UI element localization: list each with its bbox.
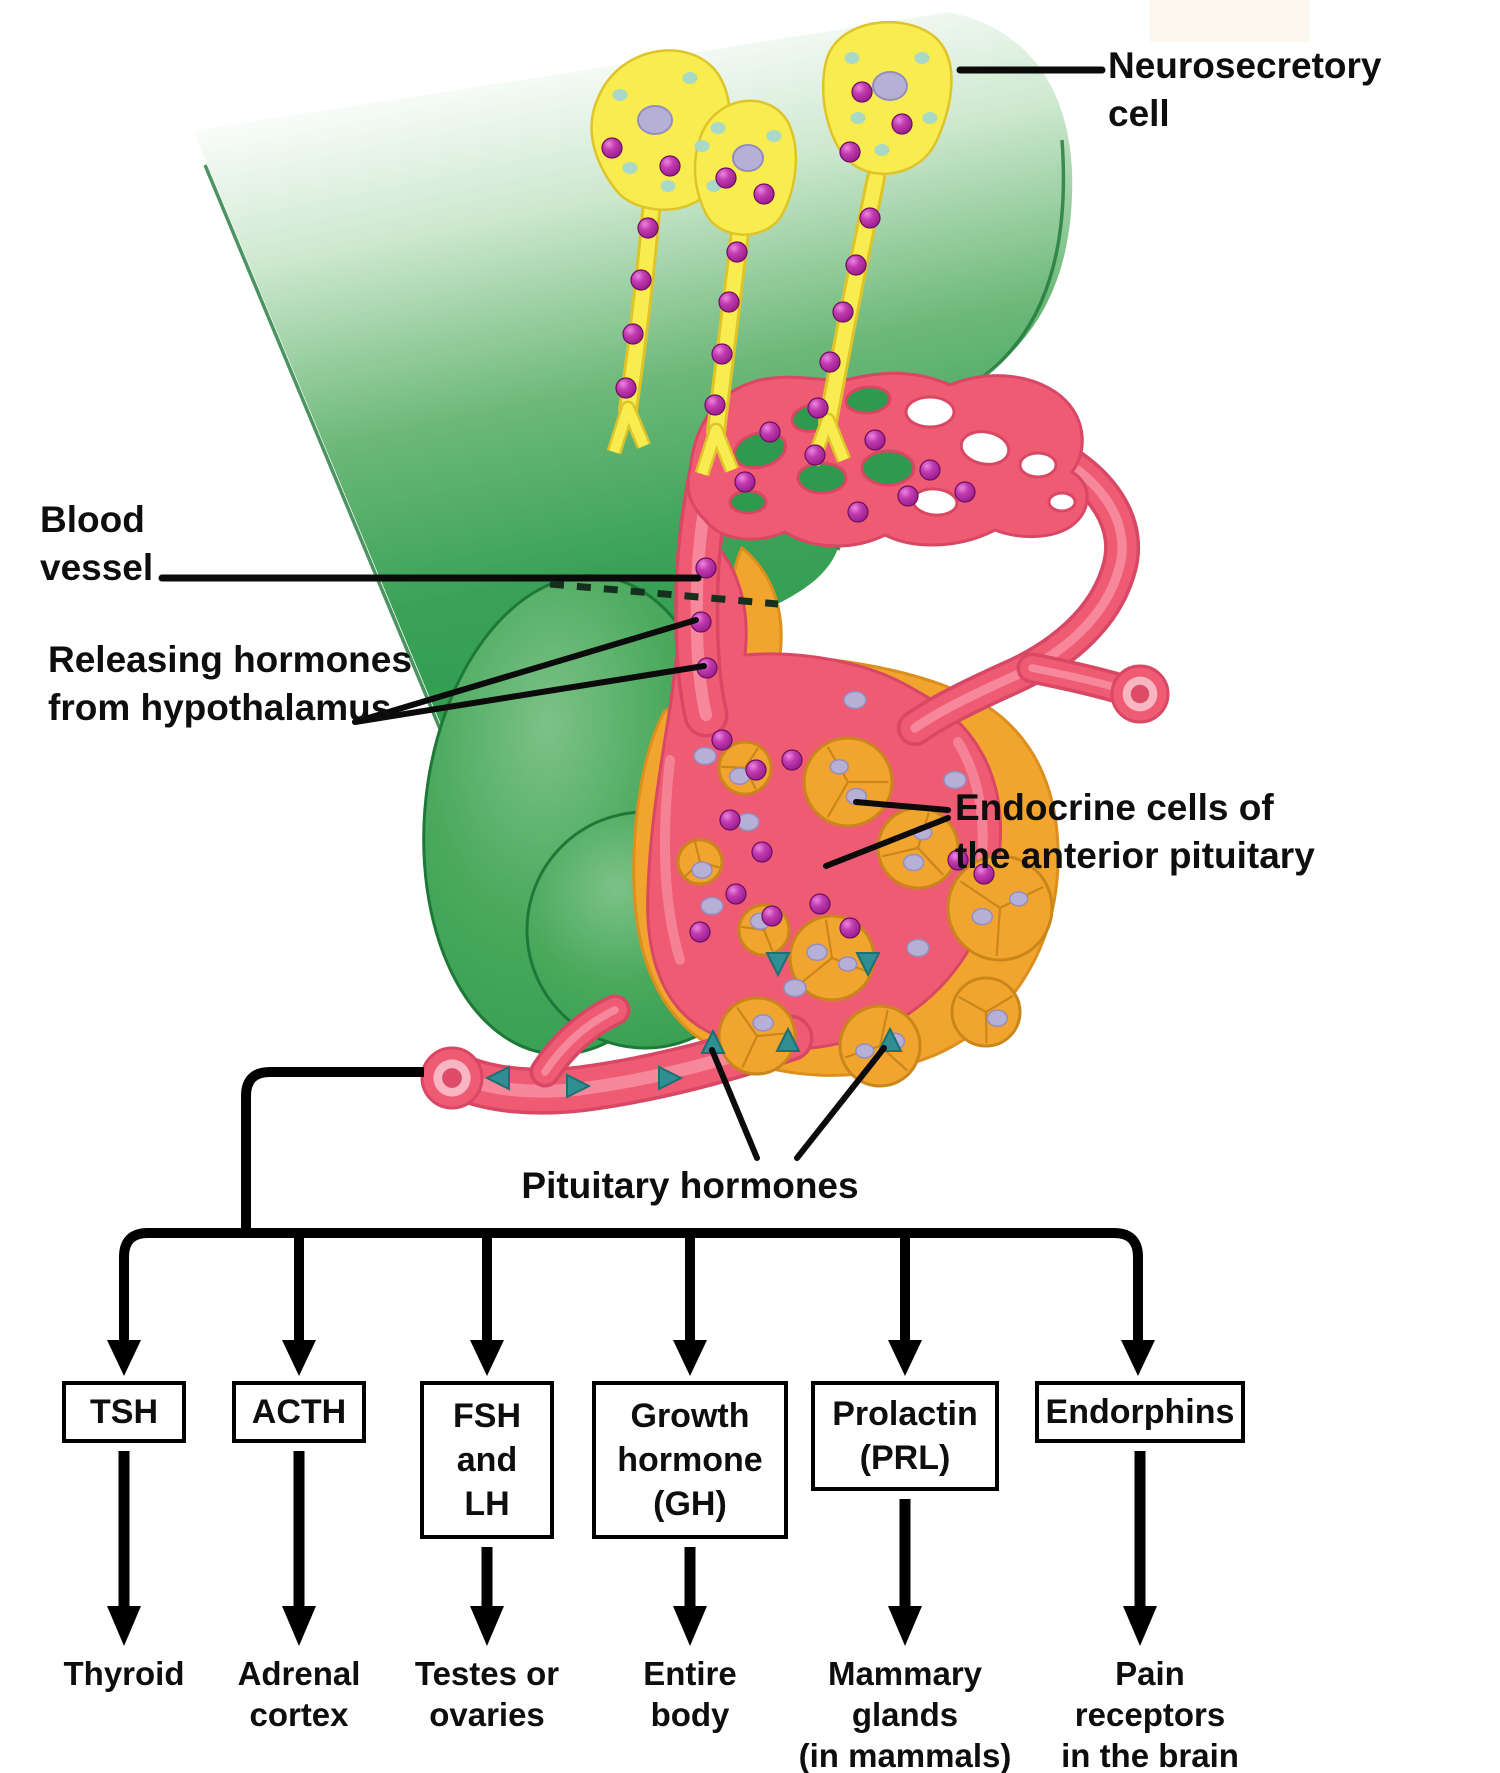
pituitary-hormones-label: Pituitary hormones	[521, 1165, 859, 1206]
releasing-hormone-dot	[761, 905, 783, 927]
hormone-box-4: Growth hormone (GH)	[592, 1381, 788, 1539]
releasing-hormone-dot	[704, 394, 726, 416]
releasing-hormone-dot	[864, 429, 886, 451]
releasing-hormone-dot	[859, 207, 881, 229]
releasing-hormone-dot	[851, 81, 873, 103]
releasing-hormone-dot	[689, 921, 711, 943]
section-dashed-line	[549, 580, 779, 608]
releasing-hormones-label: Releasing hormones from hypothalamus	[48, 639, 412, 729]
releasing-hormone-dot	[719, 809, 741, 831]
cell-nucleus	[637, 105, 673, 135]
releasing-hormone-dot	[759, 421, 781, 443]
releasing-hormone-dot	[809, 893, 831, 915]
releasing-hormone-dot	[781, 749, 803, 771]
releasing-hormone-dot	[711, 343, 733, 365]
pituitary-hormone-triangle	[484, 1065, 510, 1091]
hormone-box-1: TSH	[62, 1381, 186, 1443]
target-label-6: Pain receptors in the brain	[1061, 1655, 1239, 1773]
hormone-box-6: Endorphins	[1035, 1381, 1245, 1443]
target-label-1: Thyroid	[63, 1655, 185, 1692]
pituitary-hormone-triangle	[855, 952, 881, 978]
pointer-lines	[158, 66, 1106, 1161]
efferent-vessel-left	[420, 994, 814, 1115]
releasing-hormone-dot	[659, 155, 681, 177]
releasing-hormone-dot	[845, 254, 867, 276]
pituitary-hormone-triangle	[566, 1073, 592, 1099]
releasing-hormone-dot	[718, 291, 740, 313]
releasing-hormone-dot	[630, 269, 652, 291]
blood-vessel-label: Blood vessel	[40, 499, 154, 589]
background-artifact	[1150, 0, 1310, 42]
releasing-hormone-dot	[726, 241, 748, 263]
neurosecretory-cell-label: Neurosecretory cell	[1108, 45, 1382, 135]
efferent-vessel-right	[897, 418, 1170, 746]
cell-nucleus	[872, 71, 908, 101]
releasing-hormone-dot	[839, 917, 861, 939]
cell-nucleus	[732, 144, 764, 172]
releasing-hormone-dot	[615, 377, 637, 399]
releasing-hormone-dot	[711, 729, 733, 751]
target-label-5: Mammary glands (in mammals)	[798, 1655, 1012, 1773]
hormone-box-3: FSH and LH	[420, 1381, 554, 1539]
target-label-2: Adrenal cortex	[237, 1655, 361, 1733]
endocrine-cells-label: Endocrine cells of the anterior pituitar…	[955, 787, 1315, 877]
releasing-hormone-dot	[807, 397, 829, 419]
target-label-4: Entire body	[643, 1655, 737, 1733]
releasing-hormone-dot	[832, 301, 854, 323]
hormone-box-2: ACTH	[232, 1381, 366, 1443]
releasing-hormone-dot	[973, 863, 995, 885]
releasing-hormone-dot	[637, 217, 659, 239]
releasing-hormone-dot	[819, 351, 841, 373]
releasing-hormone-dot	[897, 485, 919, 507]
releasing-hormone-dot	[745, 759, 767, 781]
releasing-hormone-dot	[947, 849, 969, 871]
releasing-hormone-dot	[804, 444, 826, 466]
pituitary-hormone-triangle	[765, 952, 791, 978]
releasing-hormone-dot	[847, 501, 869, 523]
releasing-hormone-dot	[891, 113, 913, 135]
releasing-hormone-dot	[715, 167, 737, 189]
releasing-hormone-dot	[622, 323, 644, 345]
target-label-3: Testes or ovaries	[414, 1655, 560, 1733]
primary-capillary-bed	[686, 371, 1089, 548]
releasing-hormone-dots	[601, 81, 995, 943]
hormone-box-5: Prolactin (PRL)	[811, 1381, 999, 1491]
releasing-hormone-dot	[753, 183, 775, 205]
releasing-hormone-dot	[954, 481, 976, 503]
releasing-hormone-dot	[601, 137, 623, 159]
releasing-hormone-dot	[695, 557, 717, 579]
releasing-hormone-dot	[839, 141, 861, 163]
flowchart-connector	[107, 1067, 1157, 1646]
pituitary-hormone-triangle	[658, 1065, 684, 1091]
releasing-hormone-dot	[734, 471, 756, 493]
releasing-hormone-dot	[919, 459, 941, 481]
releasing-hormone-dot	[725, 883, 747, 905]
pituitary-hormone-triangle	[775, 1026, 801, 1052]
releasing-hormone-dot	[751, 841, 773, 863]
